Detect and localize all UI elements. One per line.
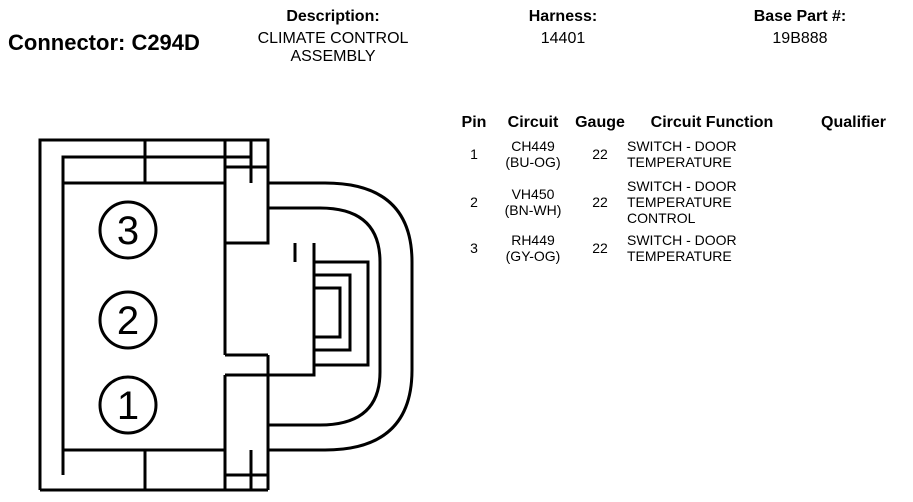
- header-gauge: Gauge: [575, 114, 625, 131]
- row-circuit: RH449 (GY-OG): [493, 230, 573, 266]
- connector-face-diagram: 3 2 1: [38, 138, 414, 492]
- description-column: Description: CLIMATE CONTROL ASSEMBLY: [233, 8, 433, 66]
- row-circuit-id: RH449: [511, 232, 555, 248]
- row-circuit-color: (GY-OG): [505, 248, 561, 264]
- harness-heading: Harness:: [528, 8, 598, 25]
- header-circuit: Circuit: [507, 114, 559, 131]
- table-row: 1 CH449 (BU-OG) 22 SWITCH - DOOR TEMPERA…: [455, 134, 910, 174]
- row-function-line2: TEMPERATURE: [627, 194, 732, 210]
- row-function-line1: SWITCH - DOOR: [627, 138, 737, 154]
- description-value-line2: ASSEMBLY: [290, 48, 376, 65]
- base-part-column: Base Part #: 19B888: [720, 8, 880, 48]
- row-qualifier: [797, 230, 910, 266]
- table-row: 3 RH449 (GY-OG) 22 SWITCH - DOOR TEMPERA…: [455, 230, 910, 266]
- table-row: 2 VH450 (BN-WH) 22 SWITCH - DOOR TEMPERA…: [455, 174, 910, 230]
- header-pin: Pin: [461, 114, 487, 131]
- connector-housing: [38, 138, 414, 492]
- row-qualifier: [797, 134, 910, 174]
- harness-column: Harness: 14401: [498, 8, 628, 48]
- row-circuit-color: (BN-WH): [504, 202, 562, 218]
- base-part-heading: Base Part #:: [753, 8, 847, 25]
- header-circuit-function: Circuit Function: [650, 114, 774, 131]
- pin-cavity-1: [98, 375, 158, 435]
- row-function: SWITCH - DOOR TEMPERATURE: [627, 230, 797, 266]
- row-function-line1: SWITCH - DOOR: [627, 178, 737, 194]
- row-function: SWITCH - DOOR TEMPERATURE: [627, 134, 797, 174]
- row-qualifier: [797, 174, 910, 230]
- row-function-line1: SWITCH - DOOR: [627, 232, 737, 248]
- description-value-line1: CLIMATE CONTROL: [257, 30, 409, 47]
- pin-cavity-2: [98, 290, 158, 350]
- row-gauge: 22: [592, 240, 608, 256]
- harness-value: 14401: [540, 30, 586, 47]
- base-part-value: 19B888: [772, 30, 828, 47]
- pin-table: Pin Circuit Gauge Circuit Function Quali…: [455, 112, 910, 266]
- row-function-line3: CONTROL: [627, 210, 696, 226]
- pin-cavity-3: [98, 200, 158, 260]
- row-circuit-color: (BU-OG): [505, 154, 561, 170]
- connector-title: Connector: C294D: [8, 30, 200, 55]
- row-pin: 3: [470, 240, 478, 256]
- row-pin: 2: [470, 194, 478, 210]
- pin-cavity-label: 3: [117, 209, 139, 253]
- row-gauge: 22: [592, 194, 608, 210]
- row-function-line2: TEMPERATURE: [627, 154, 732, 170]
- row-circuit-id: CH449: [511, 138, 555, 154]
- pin-cavity-label: 2: [117, 299, 139, 343]
- row-function-line2: TEMPERATURE: [627, 248, 732, 264]
- pin-cavity-label: 1: [117, 384, 139, 428]
- description-heading: Description:: [286, 8, 380, 25]
- pin-cavities: 3 2 1: [98, 200, 158, 435]
- row-pin: 1: [470, 146, 478, 162]
- row-circuit-id: VH450: [511, 186, 555, 202]
- row-circuit: CH449 (BU-OG): [493, 134, 573, 174]
- header-qualifier: Qualifier: [821, 114, 886, 131]
- row-gauge: 22: [592, 146, 608, 162]
- pin-table-header: Pin Circuit Gauge Circuit Function Quali…: [455, 112, 910, 134]
- row-circuit: VH450 (BN-WH): [493, 174, 573, 230]
- row-function: SWITCH - DOOR TEMPERATURE CONTROL: [627, 174, 797, 230]
